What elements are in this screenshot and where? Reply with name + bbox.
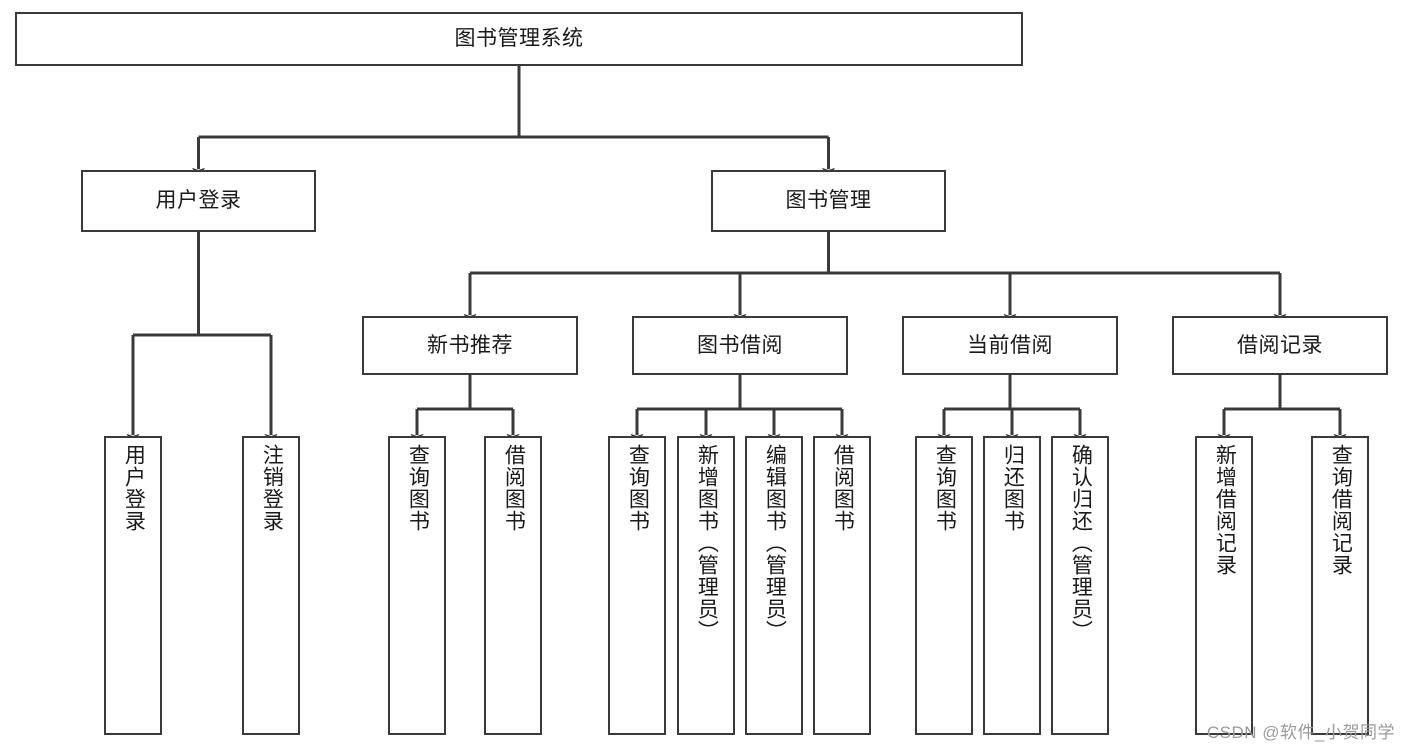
node-label: 确认归还（管理员） — [1069, 444, 1093, 642]
node-label: 新增借阅记录 — [1213, 444, 1237, 576]
node-label: 用户登录 — [155, 189, 242, 213]
node-leaf_9[interactable]: 归还图书 — [983, 436, 1041, 735]
node-label: 借阅记录 — [1237, 333, 1323, 357]
node-leaf_1[interactable]: 注销登录 — [242, 436, 300, 735]
node-l3_2[interactable]: 当前借阅 — [902, 316, 1118, 375]
node-label: 图书管理 — [785, 189, 872, 213]
node-leaf_2[interactable]: 查询图书 — [388, 436, 446, 735]
node-label: 新增图书（管理员） — [695, 444, 719, 642]
node-label: 查询借阅记录 — [1329, 444, 1353, 576]
node-label: 借阅图书 — [831, 444, 855, 532]
node-label: 注销登录 — [260, 444, 284, 532]
node-l3_1[interactable]: 图书借阅 — [632, 316, 848, 375]
node-label: 当前借阅 — [967, 333, 1053, 357]
node-label: 新书推荐 — [427, 333, 513, 357]
node-leaf_12[interactable]: 查询借阅记录 — [1311, 436, 1369, 735]
node-label: 图书管理系统 — [454, 27, 584, 51]
node-leaf_5[interactable]: 新增图书（管理员） — [677, 436, 735, 735]
node-label: 编辑图书（管理员） — [763, 444, 787, 642]
node-label: 用户登录 — [122, 444, 146, 532]
node-leaf_4[interactable]: 查询图书 — [608, 436, 666, 735]
node-label: 归还图书 — [1001, 444, 1025, 532]
node-leaf_10[interactable]: 确认归还（管理员） — [1051, 436, 1109, 735]
node-label: 借阅图书 — [502, 444, 526, 532]
csdn-watermark: CSDN @软件_小贺同学 — [1206, 723, 1395, 742]
node-leaf_8[interactable]: 查询图书 — [915, 436, 973, 735]
node-leaf_7[interactable]: 借阅图书 — [813, 436, 871, 735]
node-l3_0[interactable]: 新书推荐 — [362, 316, 578, 375]
node-label: 查询图书 — [626, 444, 650, 532]
node-label: 查询图书 — [406, 444, 430, 532]
node-leaf_6[interactable]: 编辑图书（管理员） — [745, 436, 803, 735]
node-l3_3[interactable]: 借阅记录 — [1172, 316, 1388, 375]
node-label: 图书借阅 — [697, 333, 783, 357]
node-leaf_11[interactable]: 新增借阅记录 — [1195, 436, 1253, 735]
node-l2_1[interactable]: 图书管理 — [711, 170, 946, 232]
node-label: 查询图书 — [933, 444, 957, 532]
node-root[interactable]: 图书管理系统 — [15, 12, 1023, 66]
node-leaf_0[interactable]: 用户登录 — [104, 436, 162, 735]
node-leaf_3[interactable]: 借阅图书 — [484, 436, 542, 735]
node-l2_0[interactable]: 用户登录 — [81, 170, 316, 232]
